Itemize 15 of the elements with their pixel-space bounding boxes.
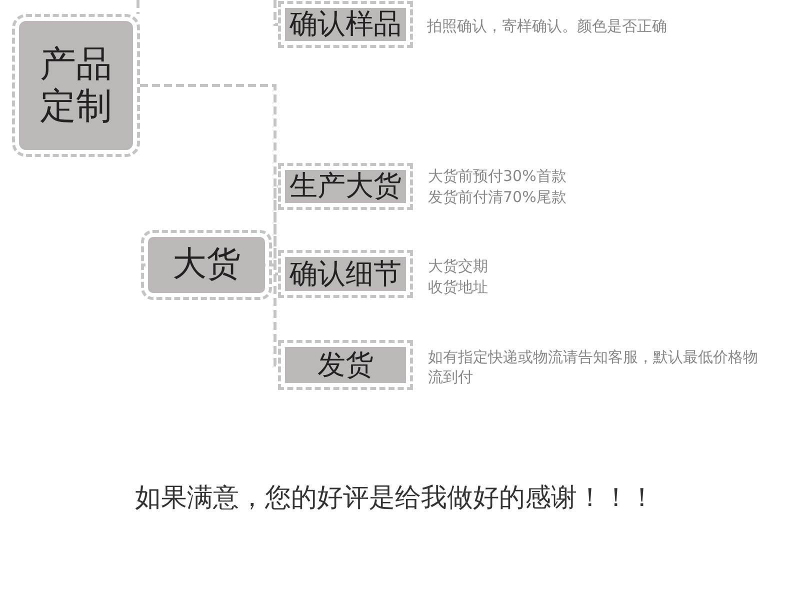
step-note: 拍照确认，寄样确认。颜色是否正确 — [427, 16, 667, 36]
step-note: 大货前预付30%首款 — [428, 166, 566, 186]
step-box: 发货 — [278, 340, 413, 390]
caption: 如果满意，您的好评是给我做好的感谢！！！ — [134, 482, 656, 515]
step-note: 收货地址 — [428, 277, 488, 297]
connector-line — [274, 0, 278, 26]
step-box: 生产大货 — [278, 163, 413, 210]
step-box: 产品定制 — [12, 14, 140, 157]
step-note: 大货交期 — [428, 256, 488, 276]
step-box: 确认样品 — [278, 1, 413, 48]
step-note: 发货前付清70%尾款 — [428, 187, 566, 207]
connector-line — [136, 0, 140, 14]
step-note: 如有指定快递或物流请告知客服，默认最低价格物流到付 — [428, 347, 758, 387]
step-box: 确认细节 — [278, 250, 413, 298]
step-box: 大货 — [141, 230, 272, 300]
